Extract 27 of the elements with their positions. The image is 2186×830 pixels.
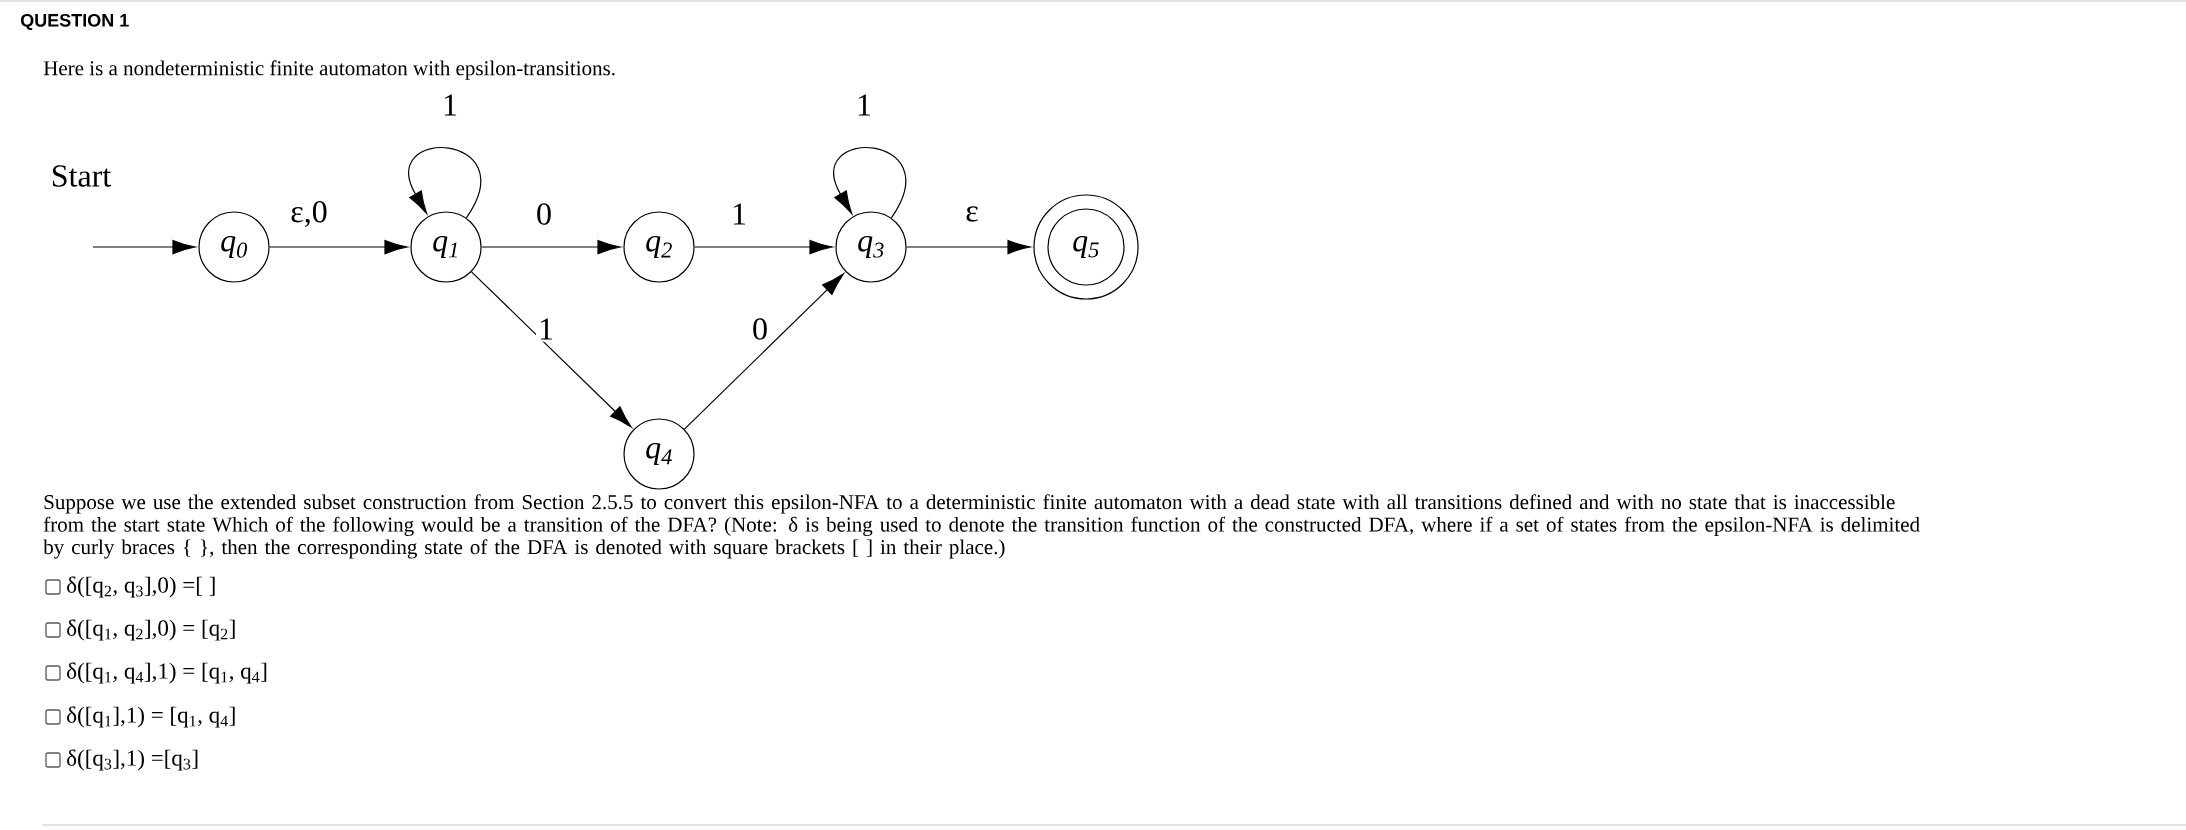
arrow [269,239,408,255]
start-label: Start [52,165,112,187]
answer-option: δ([q$_{3}$],1) =[q$_{3}$] [67,749,198,771]
edge-label: ε,0 [291,200,327,228]
arrow [833,147,907,219]
intro-text: Here is a nondeterministic finite automaton with epsilon-transitions. [43,60,615,80]
edge-label: 0 [537,203,551,225]
arrow [694,239,833,255]
edge-label: 0 [753,318,767,340]
accepting-state: q$_{5}$ [1033,194,1139,300]
arrow [92,239,196,255]
arrow [906,239,1031,255]
question-text: Suppose we use the extended subset construction from Section 2.5.5 to convert this epsilon-NFA to a deterministic finite automaton with a dead state with all transitions defined and with no state that is inaccessible from the start state Which of the following would be a transition of the DFA? (Note: δ is being used to denote the transition function of the constructed DFA, where if a set of states from the epsilon-NFA is delimited by curly braces { }, then the corresponding state of the DFA is denoted with square brackets [ ] in their place.) [43,494,1920,559]
edge-label: 1 [733,203,746,225]
arrow [683,273,844,430]
arrow [408,147,482,219]
answer-option: δ([q$_{1}$, q$_{2}$],0) = [q$_{2}$] [67,619,235,641]
answer-option: δ([q$_{2}$, q$_{3}$],0) =[ ] [67,576,215,598]
title: QUESTION 1 [20,13,129,31]
edge-label: ε [966,206,978,222]
edge-label: 1 [858,94,871,116]
answer-option: δ([q$_{1}$, q$_{4}$],1) = [q$_{1}$, q$_{4}$] [67,662,267,684]
answer-option: δ([q$_{1}$],1) = [q$_{1}$, q$_{4}$] [67,706,235,728]
edge-label: 1 [540,318,553,340]
arrow [470,271,632,428]
arrow [481,239,621,255]
edge-label: 1 [444,94,457,116]
